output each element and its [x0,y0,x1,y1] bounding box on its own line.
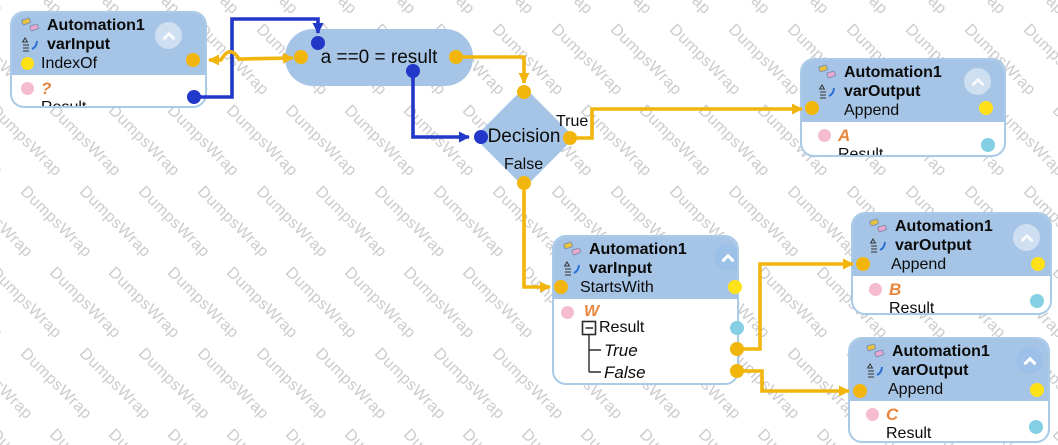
node-header: Automation1 varOutput Append [802,60,1004,124]
node-subtitle: varOutput [844,82,921,100]
variable-list-icon [21,36,40,53]
node-title: Automation1 [589,240,687,258]
variable-list-icon [869,237,888,254]
result-label: Result [838,145,884,157]
param-bullet-icon [869,283,882,296]
node-header: Automation1 varInput IndexOf [12,13,205,77]
node-subtitle: varInput [47,35,111,53]
action-label: Append [891,255,947,273]
node-varinput-startswith[interactable]: Automation1 varInput StartsWith W Result… [552,235,739,385]
node-title: Automation1 [47,16,145,34]
collapse-chevron-icon[interactable] [1016,347,1043,374]
action-label: StartsWith [580,278,654,296]
node-title: Automation1 [844,63,942,81]
variable-list-icon [818,83,837,100]
node-subtitle: varOutput [895,236,972,254]
param-label: B [889,279,902,299]
node-title: Automation1 [892,342,990,360]
expression-node[interactable]: a ==0 = result [285,29,473,86]
node-subtitle: varInput [589,259,653,277]
activity-shapes-icon [869,218,888,235]
expression-label: a ==0 = result [320,46,438,68]
node-header: Automation1 varOutput Append [850,339,1048,403]
node-varoutput-append-c[interactable]: Automation1 varOutput Append C Result [848,337,1050,443]
node-header: Automation1 varOutput Append [853,214,1050,278]
variable-list-icon [563,260,582,277]
collapse-chevron-icon[interactable] [964,68,991,95]
node-title: Automation1 [895,217,993,235]
param-bullet-icon [818,129,831,142]
tree-false-label[interactable]: False [604,363,646,382]
result-label: Result [889,299,935,315]
node-header: Automation1 varInput StartsWith [554,237,737,301]
node-varinput-indexof[interactable]: Automation1 varInput IndexOf ? Result [10,11,207,108]
param-bullet-icon [866,408,879,421]
result-label: Result [886,424,932,442]
true-branch-label: True [556,113,589,130]
activity-shapes-icon [21,17,40,34]
collapse-chevron-icon[interactable] [1013,224,1040,251]
action-label: IndexOf [41,54,98,72]
param-bullet-icon [561,306,574,319]
activity-shapes-icon [818,64,837,81]
tree-true-label[interactable]: True [604,341,638,360]
result-label: Result [41,98,87,108]
param-label: ? [41,78,52,98]
tree-root-label[interactable]: Result [599,319,645,336]
param-label: W [584,303,600,320]
node-varoutput-append-a[interactable]: Automation1 varOutput Append A Result [800,58,1006,157]
collapse-chevron-icon[interactable] [155,22,182,49]
node-varoutput-append-b[interactable]: Automation1 varOutput Append B Result [851,212,1052,315]
activity-shapes-icon [866,343,885,360]
tree-lines-icon [581,320,601,373]
action-bullet-icon [21,57,34,70]
collapse-chevron-icon[interactable] [714,244,737,271]
action-label: Append [888,380,944,398]
decision-label: Decision [487,126,561,147]
action-label: Append [844,101,900,119]
param-bullet-icon [21,82,34,95]
activity-shapes-icon [563,241,582,258]
param-label: A [838,125,851,145]
node-subtitle: varOutput [892,361,969,379]
false-branch-label: False [504,156,544,173]
variable-list-icon [866,362,885,379]
param-label: C [886,404,899,424]
startswith-body: W Result True False [554,301,737,383]
